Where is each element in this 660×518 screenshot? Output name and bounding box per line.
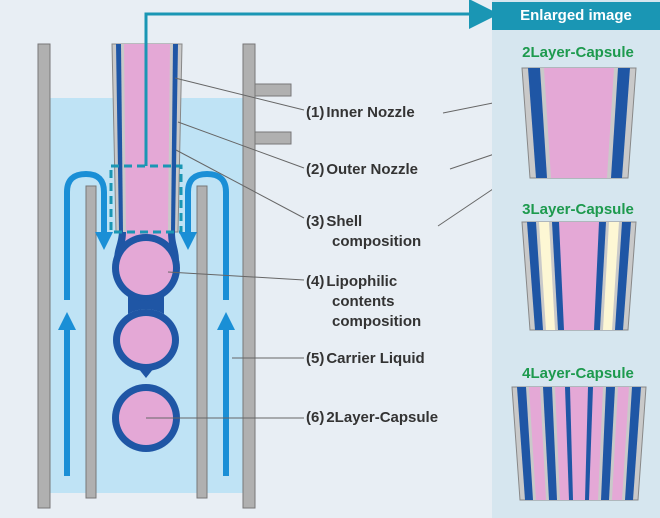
left-inner-tube [85, 185, 97, 499]
label-shell-composition: (3)Shell composition [306, 213, 422, 250]
capsule-2-core [120, 316, 172, 364]
caption-2layer: 2Layer-Capsule [522, 44, 634, 61]
leader-shell [175, 149, 305, 219]
label-carrier-liquid: (5)Carrier Liquid [306, 350, 425, 367]
label-lipophilic-contents: (4)Lipophilic contents composition [306, 273, 422, 330]
enlarged-3layer [521, 221, 637, 331]
caption-4layer: 4Layer-Capsule [522, 365, 634, 382]
right-up-arrow-head [217, 312, 235, 330]
right-return-arrow-head [179, 232, 197, 250]
right-return-arrow [185, 170, 229, 300]
caption-3layer: 3Layer-Capsule [522, 201, 634, 218]
enlarge-region [109, 164, 183, 234]
leader-contents [167, 271, 305, 281]
leader-inner-nozzle [174, 77, 305, 111]
forming-capsule-core [119, 241, 173, 295]
left-return-arrow [64, 170, 107, 300]
enlarged-4layer [511, 386, 647, 501]
top-outlet [254, 83, 292, 97]
enlarged-image-header: Enlarged image [492, 2, 660, 30]
leader-outer-nozzle [177, 121, 305, 169]
capsule-tail [138, 368, 154, 378]
enlarge-connector [144, 0, 499, 166]
left-outer-wall [37, 43, 51, 509]
label-inner-nozzle: (1)Inner Nozzle [306, 104, 415, 121]
label-2layer-capsule: (6)2Layer-Capsule [306, 409, 439, 426]
capsule-bridge [128, 296, 164, 314]
right-inner-tube [196, 185, 208, 499]
bottom-outlet [254, 131, 292, 145]
enlarged-2layer [521, 67, 637, 179]
left-up-arrow-head [58, 312, 76, 330]
left-return-arrow-head [95, 232, 113, 250]
label-outer-nozzle: (2)Outer Nozzle [306, 161, 419, 178]
